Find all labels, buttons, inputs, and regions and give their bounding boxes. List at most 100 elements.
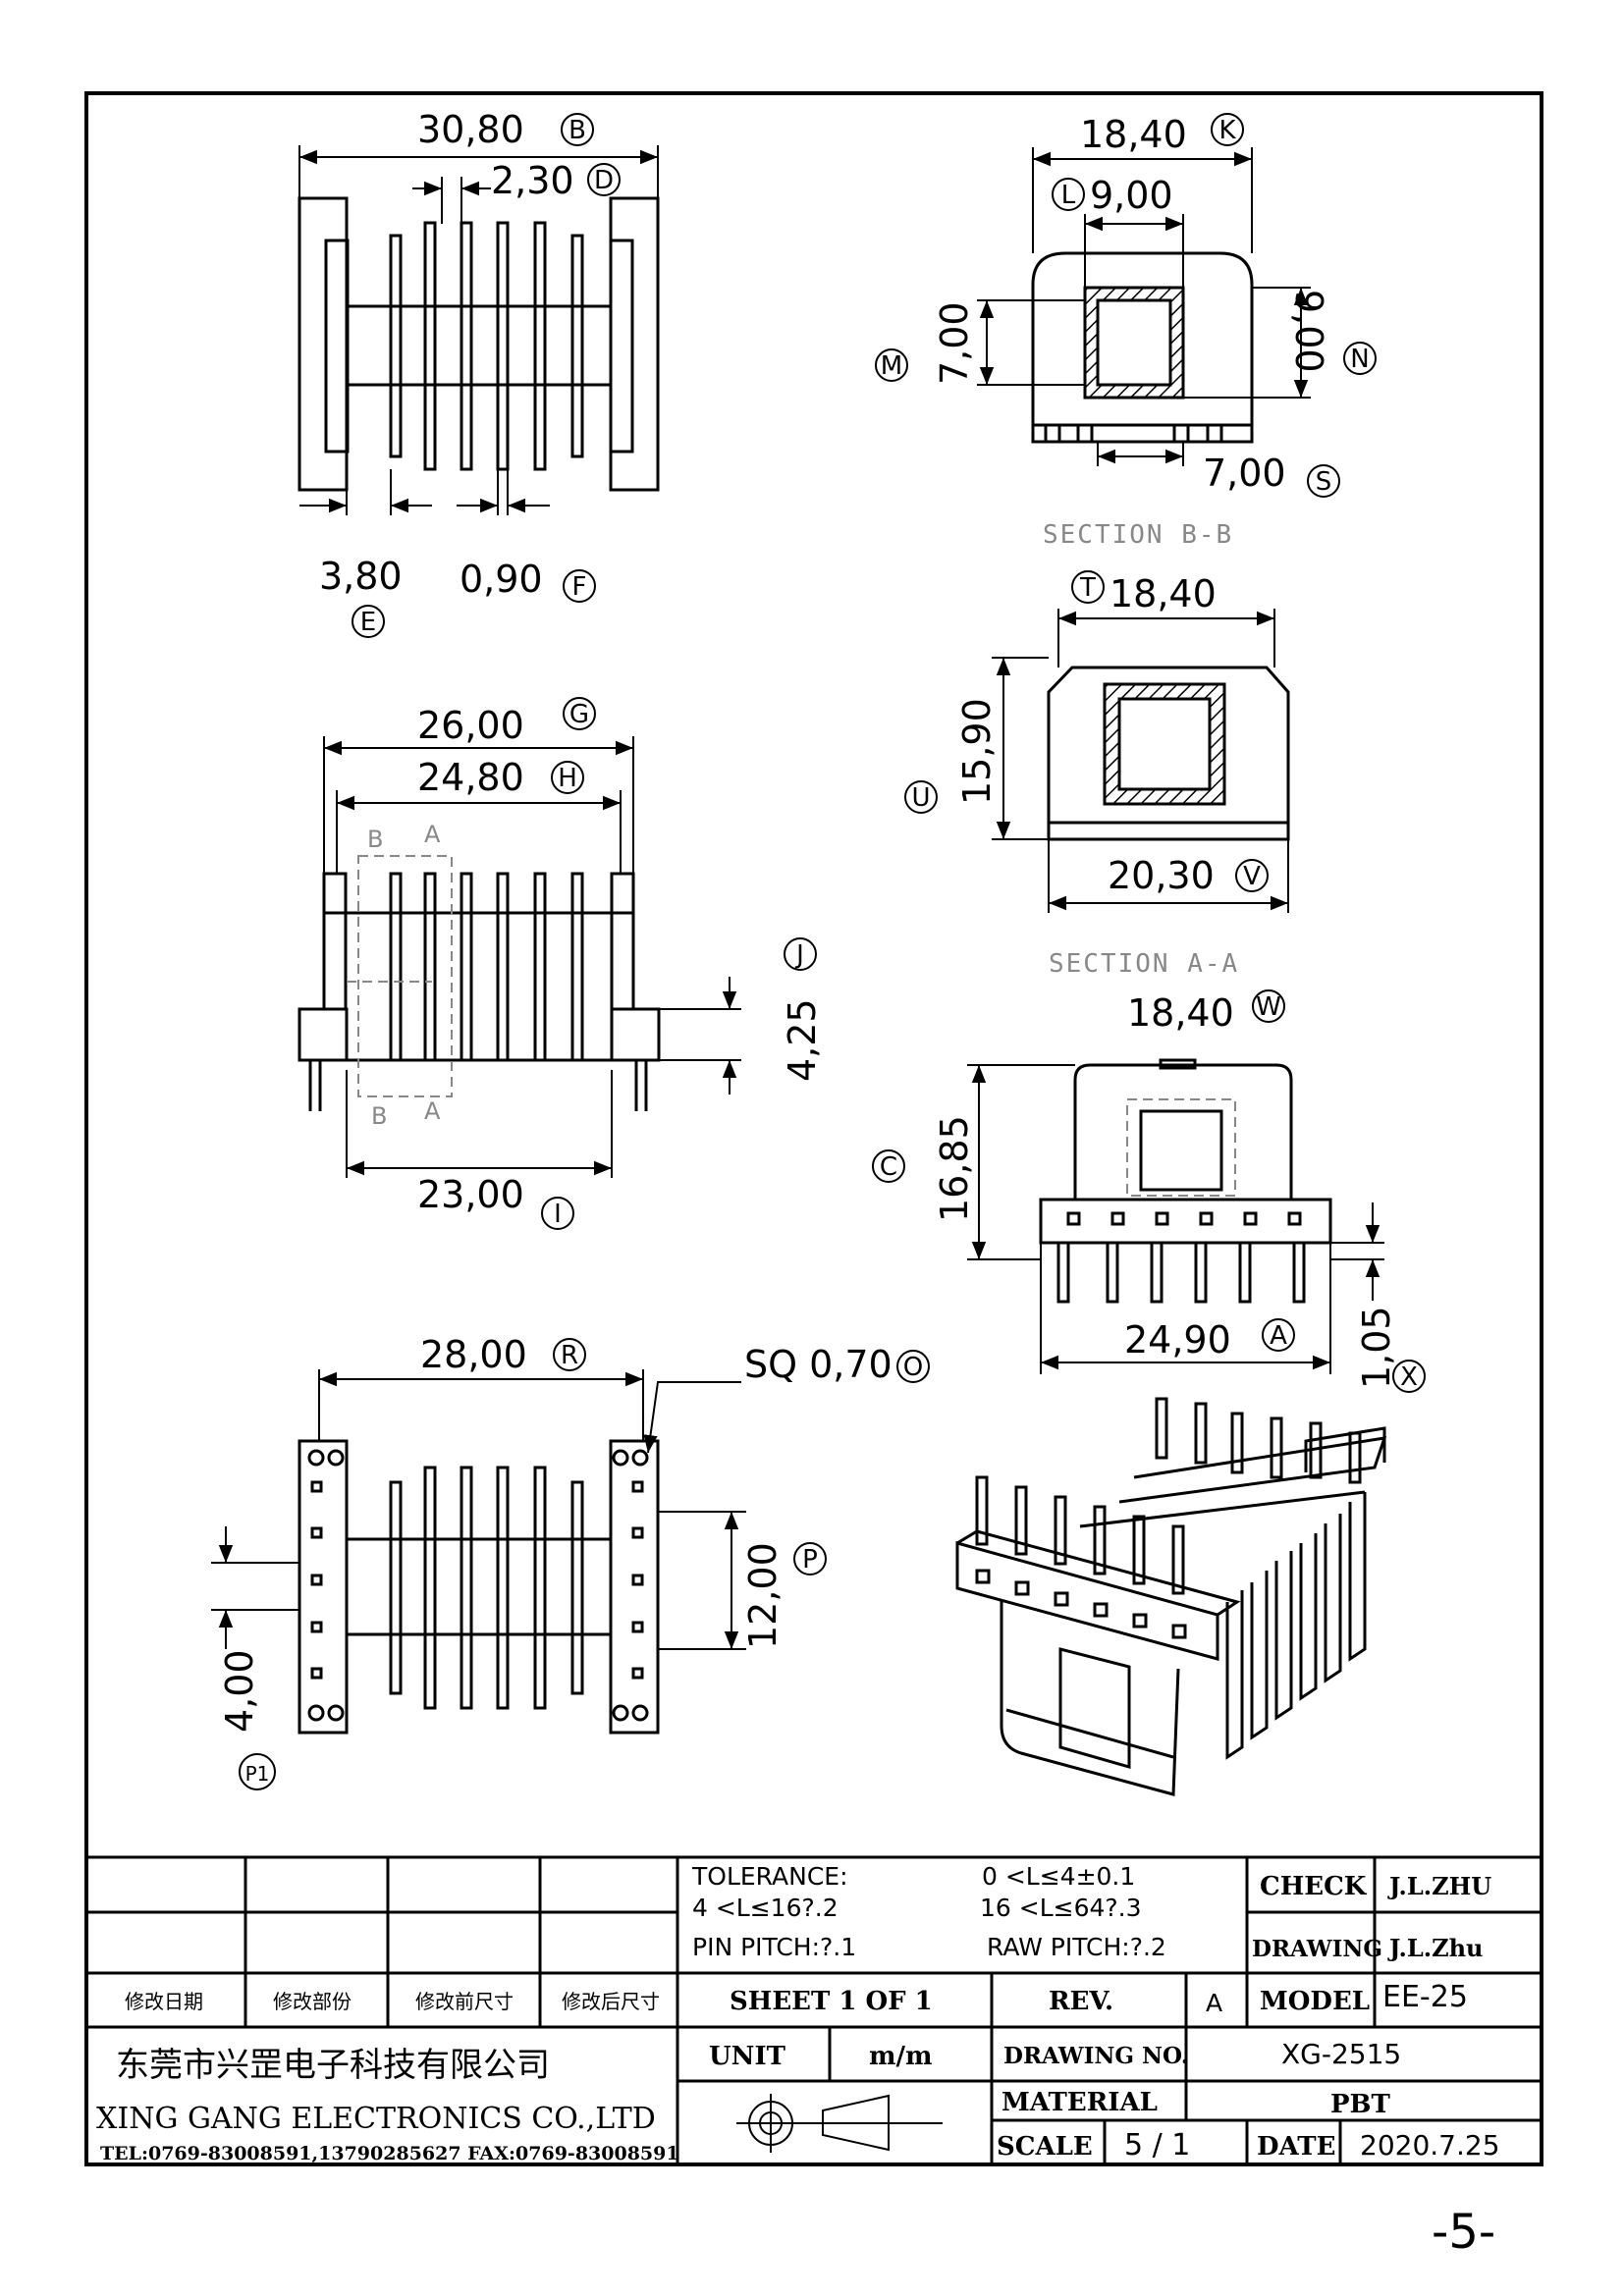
view-side [1039, 1058, 1332, 1304]
dim-r-value: 28,00 [420, 1333, 527, 1376]
dim-g-tag: G [569, 700, 589, 729]
cut-mark-b-top: B [367, 826, 383, 853]
date-label: DATE [1257, 2132, 1335, 2162]
dim-e-value: 3,80 [319, 555, 403, 598]
dim-i-tag: I [554, 1200, 562, 1229]
dim-g-value: 26,00 [417, 704, 524, 747]
dim-o-tag: O [903, 1353, 923, 1382]
unit-label: UNIT [709, 2042, 786, 2071]
dim-p-value: 12,00 [741, 1542, 785, 1649]
tolerance-label: TOLERANCE: [691, 1862, 848, 1891]
dim-a-value: 24,90 [1124, 1318, 1231, 1362]
dim-o-value: SQ 0,70 [744, 1343, 893, 1386]
view-isometric [955, 1397, 1387, 1796]
check-value: J.L.ZHU [1387, 1872, 1491, 1900]
side-window [1139, 1109, 1223, 1192]
pin-pitch: PIN PITCH:?.1 [692, 1933, 856, 1961]
view-section-bb [1031, 251, 1254, 444]
view-section-aa [1047, 666, 1290, 841]
tolerance-range-3: 16 <L≤64?.3 [980, 1894, 1142, 1922]
dim-c-value: 16,85 [933, 1115, 976, 1222]
dim-d-value: 2,30 [491, 159, 574, 202]
rev-header-date: 修改日期 [125, 1990, 203, 2013]
dimension-lines [211, 145, 1384, 1650]
rev-label: REV. [1049, 1987, 1113, 2016]
dim-n-value: 9,00 [1287, 290, 1330, 373]
drawing-no-value: XG-2515 [1281, 2038, 1401, 2070]
cut-mark-a-top: A [424, 821, 441, 848]
dim-p1-tag: P1 [245, 1762, 270, 1786]
dim-b-tag: B [568, 116, 586, 145]
dim-f-value: 0,90 [460, 558, 543, 601]
projection-symbol-icon [736, 2094, 943, 2153]
page-number: -5- [1432, 2205, 1495, 2260]
tolerance-range-1: 0 <L≤4±0.1 [982, 1862, 1135, 1891]
drawing-no-label: DRAWING NO. [1003, 2043, 1189, 2069]
drawing-frame [84, 91, 1543, 2166]
drawing-label: DRAWING [1252, 1936, 1382, 1962]
date-value: 2020.7.25 [1360, 2129, 1500, 2162]
front-section-lines [347, 855, 453, 1097]
dim-p1-value: 4,00 [218, 1649, 261, 1733]
section-aa-label: SECTION A-A [1049, 949, 1239, 979]
check-label: CHECK [1260, 1872, 1368, 1901]
dim-d-tag: D [594, 166, 614, 195]
dim-j-value: 4,25 [781, 998, 824, 1082]
dim-w-value: 18,40 [1127, 991, 1234, 1035]
cut-mark-a-bottom: A [424, 1097, 441, 1125]
title-block-grid [86, 1855, 1542, 2164]
dim-f-tag: F [572, 572, 587, 602]
drawing-value: J.L.Zhu [1387, 1934, 1484, 1962]
scale-value: 5 / 1 [1124, 2128, 1190, 2163]
view-front [298, 872, 661, 1111]
dim-j-tag: J [794, 940, 804, 970]
dim-k-value: 18,40 [1080, 113, 1187, 156]
dim-m-tag: M [881, 351, 902, 381]
scale-label: SCALE [997, 2132, 1093, 2162]
dim-v-tag: V [1243, 862, 1261, 891]
dim-s-value: 7,00 [1203, 452, 1286, 495]
sheet-info: SHEET 1 OF 1 [730, 1987, 933, 2016]
section-bb-label: SECTION B-B [1043, 520, 1233, 550]
dim-w-tag: W [1256, 992, 1281, 1022]
raw-pitch: RAW PITCH:?.2 [987, 1933, 1166, 1961]
dim-i-value: 23,00 [417, 1173, 524, 1216]
rev-value: A [1206, 1989, 1222, 2017]
dim-s-tag: S [1316, 467, 1332, 497]
dim-v-value: 20,30 [1108, 854, 1215, 897]
dim-p-tag: P [802, 1545, 818, 1575]
dim-x-tag: X [1400, 1362, 1418, 1392]
dim-e-tag: E [360, 608, 376, 637]
dim-b-value: 30,80 [417, 108, 524, 151]
dim-l-tag: L [1061, 181, 1076, 210]
dim-r-tag: R [561, 1341, 578, 1370]
model-value: EE-25 [1382, 1980, 1468, 2014]
company-name-cn: 东莞市兴罡电子科技有限公司 [116, 2046, 550, 2085]
dim-n-tag: N [1350, 345, 1369, 374]
side-window-dashed [1126, 1098, 1236, 1197]
dim-m-value: 7,00 [933, 301, 976, 385]
dim-x-value: 1,05 [1355, 1306, 1398, 1389]
company-name-en: XING GANG ELECTRONICS CO.,LTD [96, 2102, 656, 2136]
rev-header-before: 修改前尺寸 [415, 1990, 514, 2013]
rev-header-after: 修改后尺寸 [562, 1990, 660, 2013]
dim-l-value: 9,00 [1090, 174, 1173, 217]
rev-header-part: 修改部份 [273, 1990, 352, 2013]
dim-t-value: 18,40 [1110, 572, 1217, 615]
dim-t-tag: T [1079, 573, 1096, 603]
dim-k-tag: K [1218, 116, 1236, 145]
material-value: PBT [1330, 2090, 1391, 2119]
dim-u-value: 15,90 [955, 698, 999, 805]
material-label: MATERIAL [1001, 2088, 1158, 2117]
company-contact: TEL:0769-83008591,13790285627 FAX:0769-8… [100, 2143, 679, 2164]
dim-c-tag: C [880, 1152, 897, 1182]
dim-a-tag: A [1270, 1321, 1287, 1351]
model-label: MODEL [1260, 1987, 1370, 2016]
unit-value: m/m [869, 2042, 933, 2071]
view-bottom [298, 1439, 660, 1735]
dim-h-tag: H [558, 764, 577, 793]
dim-h-value: 24,80 [417, 756, 524, 799]
cut-mark-b-bottom: B [371, 1102, 387, 1130]
view-top-left [298, 196, 660, 492]
